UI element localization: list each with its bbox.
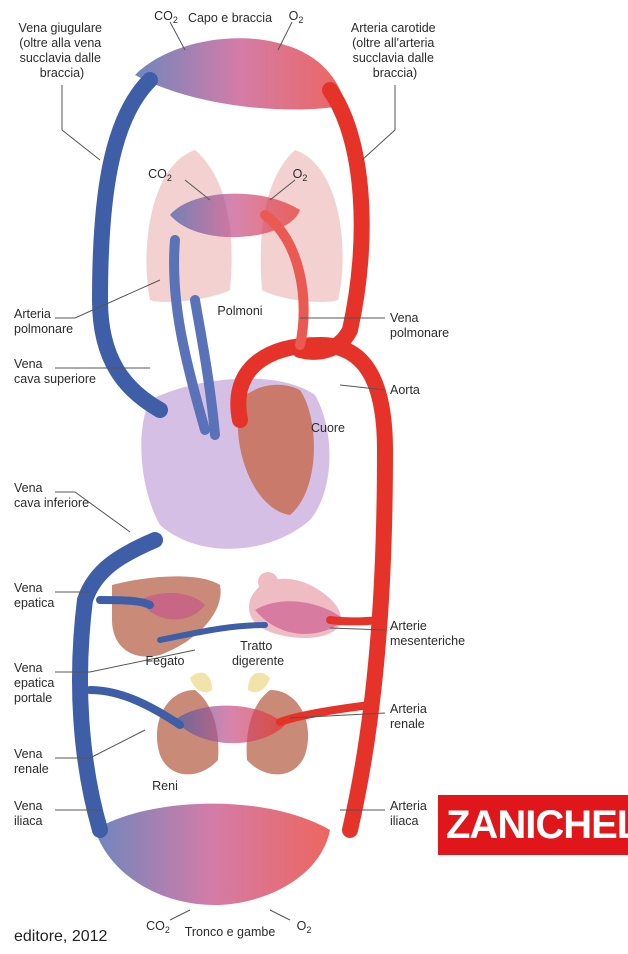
label-reni: Reni [152, 779, 178, 793]
label-vena-polmonare: Vena polmonare [390, 311, 449, 340]
co2-label-lungs: CO2 [148, 167, 172, 183]
zanichelli-logo: ZANICHELLI [438, 795, 628, 855]
co2-label-head: CO2 [154, 9, 178, 25]
label-cuore: Cuore [311, 421, 345, 435]
capillary-head [135, 38, 345, 109]
label-fegato: Fegato [146, 654, 185, 668]
label-vena-renale: Vena renale [14, 747, 49, 776]
label-vena-epatica-portale: Vena epatica portale [14, 661, 58, 705]
label-arteria-iliaca: Arteria iliaca [390, 799, 430, 828]
o2-label-head: O2 [289, 9, 304, 25]
label-vena-cava-inferiore: Vena cava inferiore [14, 481, 89, 510]
label-arterie-mesenteriche: Arterie mesenteriche [390, 619, 465, 648]
credit-text: editore, 2012 [14, 928, 107, 946]
label-arteria-renale: Arteria renale [390, 702, 430, 731]
label-vena-epatica: Vena epatica [14, 581, 54, 610]
label-arteria-polmonare: Arteria polmonare [14, 307, 73, 336]
label-capo-braccia: Capo e braccia [188, 11, 272, 25]
label-vena-cava-superiore: Vena cava superiore [14, 357, 96, 386]
co2-label-legs: CO2 [146, 919, 170, 935]
label-aorta: Aorta [390, 383, 420, 397]
label-tronco-gambe: Tronco e gambe [185, 925, 276, 939]
label-arteria-carotide: Arteria carotide (oltre all'arteria succ… [351, 21, 439, 80]
label-vena-giugulare: Vena giugulare (oltre alla vena succlavi… [19, 21, 106, 80]
label-polmoni: Polmoni [217, 304, 262, 318]
o2-label-legs: O2 [297, 919, 312, 935]
label-vena-iliaca: Vena iliaca [14, 799, 46, 828]
capillary-legs [95, 804, 330, 905]
label-tratto-digerente: Tratto digerente [232, 639, 284, 668]
